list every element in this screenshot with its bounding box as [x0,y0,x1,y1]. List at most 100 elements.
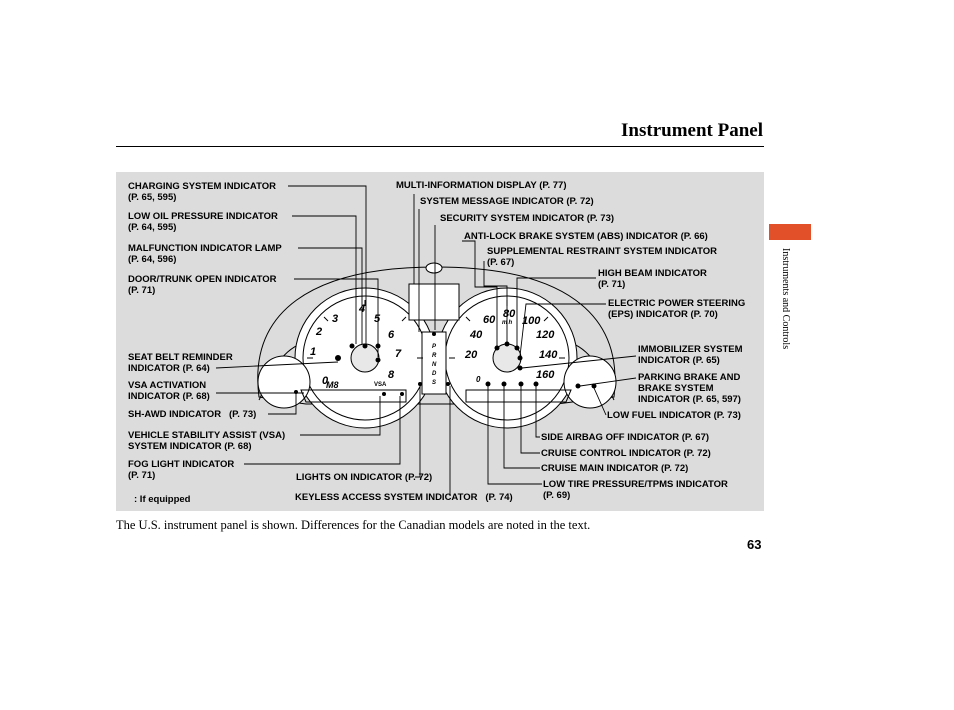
leader-abs [462,240,498,346]
tach-number: 1 [310,346,316,358]
fuel-icon [591,383,597,389]
tach-number: 8 [388,369,395,381]
leader-sh-awd [268,394,297,415]
leader-side-airbag [535,386,540,438]
leader-fog [244,396,401,465]
leader-seat-belt [215,361,339,369]
leader-cruise-main [503,386,540,469]
leader-immobilizer [521,355,637,369]
keyless-icon [446,382,450,386]
seat-belt-icon [335,355,341,361]
speedo-number: 60 [483,314,496,326]
label-if-equipped: : If equipped [134,494,191,505]
leader-low-fuel [593,387,607,416]
leader-lights-on [415,386,421,478]
leader-eps [519,303,606,357]
label-abs: ANTI-LOCK BRAKE SYSTEM (ABS) INDICATOR (… [464,231,708,242]
tach-number: 2 [315,326,322,338]
side-airbag-icon [533,381,539,387]
prnd-letter: N [432,362,437,368]
speedo-number: 160 [536,369,555,381]
diagram-panel: 0 1 2 3 4 5 6 7 8 0 20 40 60 80 100 120 … [116,172,764,511]
label-high-beam: HIGH BEAM INDICATOR (P. 71) [598,268,707,290]
speedo-number: 100 [522,315,541,327]
speedo-number: 80 [503,308,516,320]
tach-number: 6 [388,329,395,341]
label-sys-msg: SYSTEM MESSAGE INDICATOR (P. 72) [420,196,594,207]
prnd-letter: P [432,344,437,350]
page-title: Instrument Panel [621,120,763,141]
label-cruise-control: CRUISE CONTROL INDICATOR (P. 72) [541,448,711,459]
title-rule [116,146,764,147]
immobilizer-icon [517,365,523,371]
leader-door [294,278,379,357]
label-low-oil: LOW OIL PRESSURE INDICATOR (P. 64, 595) [128,211,278,233]
label-charging: CHARGING SYSTEM INDICATOR (P. 65, 595) [128,181,276,203]
label-tpms: LOW TIRE PRESSURE/TPMS INDICATOR (P. 69) [543,479,728,501]
center-top-knob [425,262,443,274]
label-lights-on: LIGHTS ON INDICATOR (P. 72) [296,472,433,483]
label-sh-awd: SH-AWD INDICATOR (P. 73) [128,409,257,420]
page-number: 63 [747,537,762,552]
tach-number: 3 [332,313,338,325]
section-tab [769,224,811,240]
cluster-outline [257,266,616,405]
leader-low-oil [292,215,357,344]
leader-high-beam [516,277,596,346]
abs-icon [494,345,500,351]
srs-icon [504,341,510,347]
leader-malfunction [298,247,363,344]
tach-number: 0 [322,375,329,387]
oil-icon [349,343,355,349]
speedo-number: 40 [469,329,483,341]
instrument-cluster-illustration: 0 1 2 3 4 5 6 7 8 0 20 40 60 80 100 120 … [215,185,637,496]
leader-parking [579,377,637,387]
leader-vsa-system [300,396,381,436]
speedo-number: 120 [536,329,555,341]
tpms-icon [485,381,491,387]
leader-charging [288,185,367,348]
label-seat-belt: SEAT BELT REMINDER INDICATOR (P. 64) [128,352,233,374]
cruise-control-icon [518,381,524,387]
high-beam-icon [514,345,520,351]
fuel-gauge [563,355,617,409]
door-icon [375,357,381,363]
label-malfunction: MALFUNCTION INDICATOR LAMP (P. 64, 596) [128,243,282,265]
figure-caption: The U.S. instrument panel is shown. Diff… [116,518,591,532]
center-indicator-strip [421,331,447,395]
prnd-letter: D [432,371,437,377]
mode-text: M8 [326,380,339,390]
security-icon [432,332,436,336]
label-parking-brake: PARKING BRAKE AND BRAKE SYSTEM INDICATOR… [638,372,741,405]
label-keyless: KEYLESS ACCESS SYSTEM INDICATOR (P. 74) [295,492,513,503]
label-srs: SUPPLEMENTAL RESTRAINT SYSTEM INDICATOR … [487,246,717,268]
multi-info-display-screen [408,283,460,321]
speedo-number: 20 [464,349,478,361]
brake-icon [575,383,581,389]
vsa-icon [382,392,386,396]
prnd-letter: R [432,353,437,359]
section-side-text: Instruments and Controls [780,248,791,350]
label-side-airbag: SIDE AIRBAG OFF INDICATOR (P. 67) [541,432,710,443]
eps-icon [517,355,523,361]
label-low-fuel: LOW FUEL INDICATOR (P. 73) [607,410,741,421]
tach-number: 7 [395,348,402,360]
label-cruise-main: CRUISE MAIN INDICATOR (P. 72) [541,463,689,474]
label-immobilizer: IMMOBILIZER SYSTEM INDICATOR (P. 65) [638,344,743,366]
leader-srs [483,261,508,342]
prnd-letter: S [432,380,436,386]
label-eps: ELECTRIC POWER STEERING (EPS) INDICATOR … [608,298,746,320]
label-multi-info: MULTI-INFORMATION DISPLAY (P. 77) [396,180,567,191]
speedo-number: 140 [539,349,558,361]
label-vsa-activation: VSA ACTIVATION INDICATOR (P. 68) [128,380,210,402]
label-vsa-system: VEHICLE STABILITY ASSIST (VSA) SYSTEM IN… [128,430,286,452]
engine-check-icon [362,343,368,349]
leader-tpms [487,386,542,485]
section-side-label: Instruments and Controls [779,248,793,388]
label-security: SECURITY SYSTEM INDICATOR (P. 73) [440,213,615,224]
label-fog: FOG LIGHT INDICATOR (P. 71) [128,459,235,481]
speedo-number: 0 [476,375,481,384]
cruise-main-icon [501,381,507,387]
temp-gauge [257,355,311,409]
lights-on-icon [418,382,422,386]
